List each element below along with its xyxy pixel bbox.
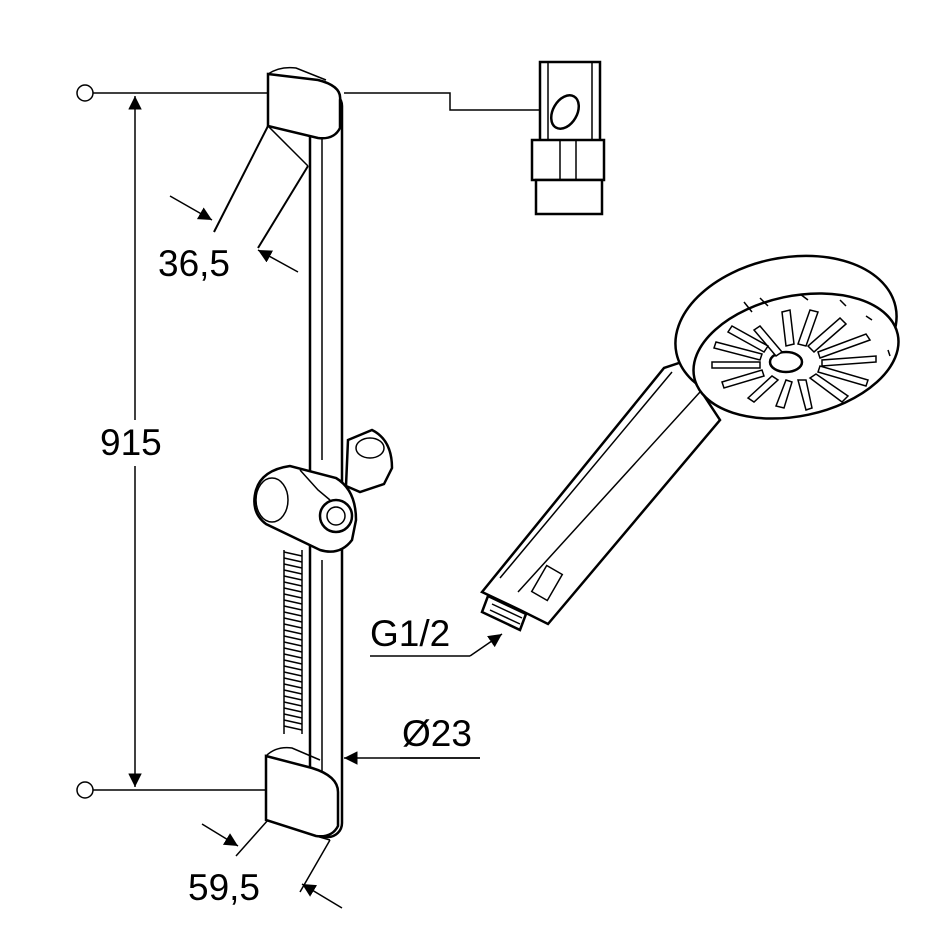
- top-reference-circle: [76, 84, 94, 102]
- detail-base: [534, 178, 604, 216]
- shower-head-center: [768, 350, 804, 374]
- nozzle-slots: [711, 293, 891, 411]
- bracket-detail: [344, 60, 606, 216]
- diameter-dimension: Ø23: [344, 713, 480, 765]
- diameter-label: Ø23: [402, 713, 472, 754]
- rail-bar: [308, 90, 344, 839]
- detail-nut: [530, 138, 606, 182]
- hand-shower: [480, 254, 900, 632]
- lower-offset-label: 59,5: [188, 867, 260, 908]
- slider-holder: [253, 428, 394, 553]
- shower-rail: [213, 66, 394, 841]
- thread-connector: [480, 594, 528, 632]
- shower-handle: [480, 360, 722, 626]
- thread-dimension: G1/2: [370, 613, 503, 657]
- bottom-reference-circle: [76, 781, 94, 799]
- height-dimension: 915: [76, 84, 280, 799]
- upper-offset-label: 36,5: [158, 243, 230, 284]
- top-wall-bracket: [213, 66, 342, 249]
- detail-clip: [538, 60, 602, 144]
- height-label: 915: [100, 422, 162, 463]
- bottom-wall-bracket: [264, 746, 340, 841]
- lower-offset-dimension: 59,5: [188, 819, 343, 909]
- upper-offset-dimension: 36,5: [158, 195, 299, 284]
- coiled-hose: [283, 548, 303, 738]
- thread-label: G1/2: [370, 613, 450, 654]
